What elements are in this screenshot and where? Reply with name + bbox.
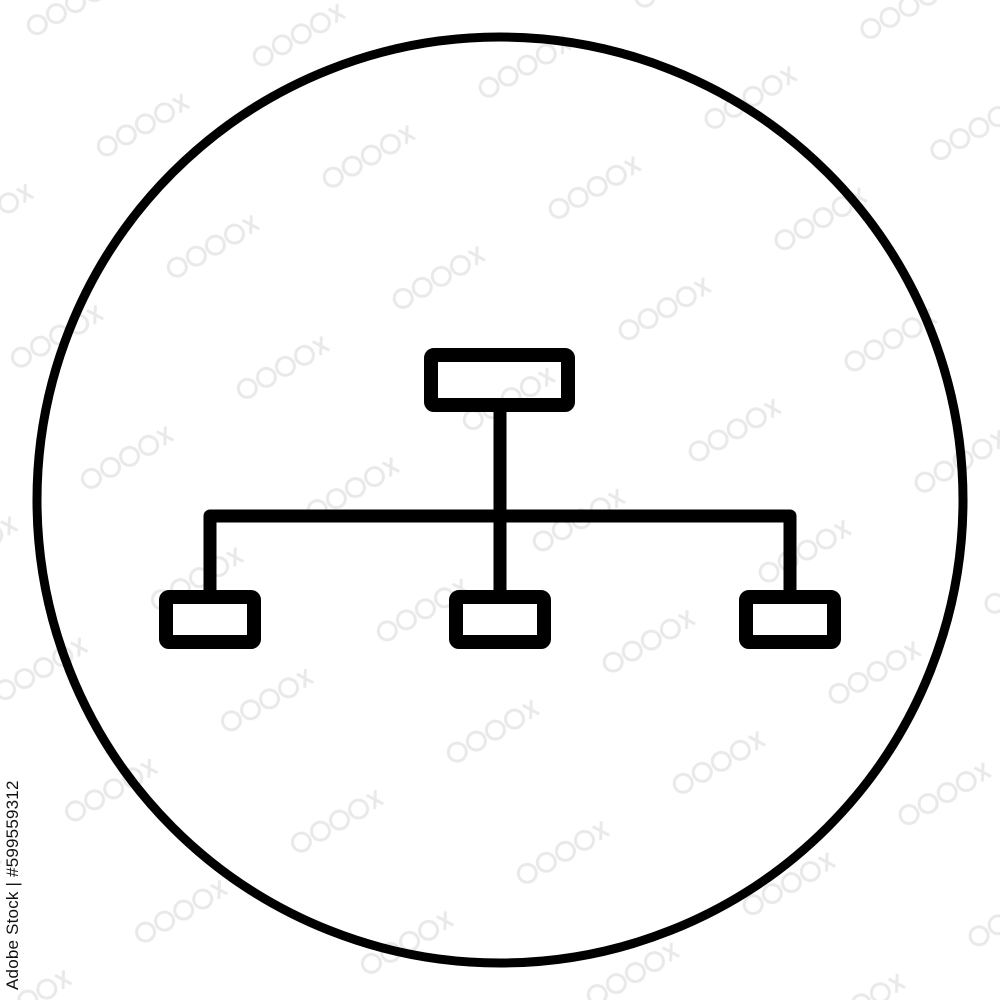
- stock-id-label: Adobe Stock | #599559312: [3, 780, 22, 990]
- top-node-box: [424, 348, 575, 412]
- left-child-node-box: [159, 590, 261, 649]
- center-child-node-box: [449, 590, 551, 649]
- outer-circle: [32, 32, 968, 968]
- horizontal-branch-line: [203, 509, 797, 596]
- right-child-node-box: [739, 590, 841, 649]
